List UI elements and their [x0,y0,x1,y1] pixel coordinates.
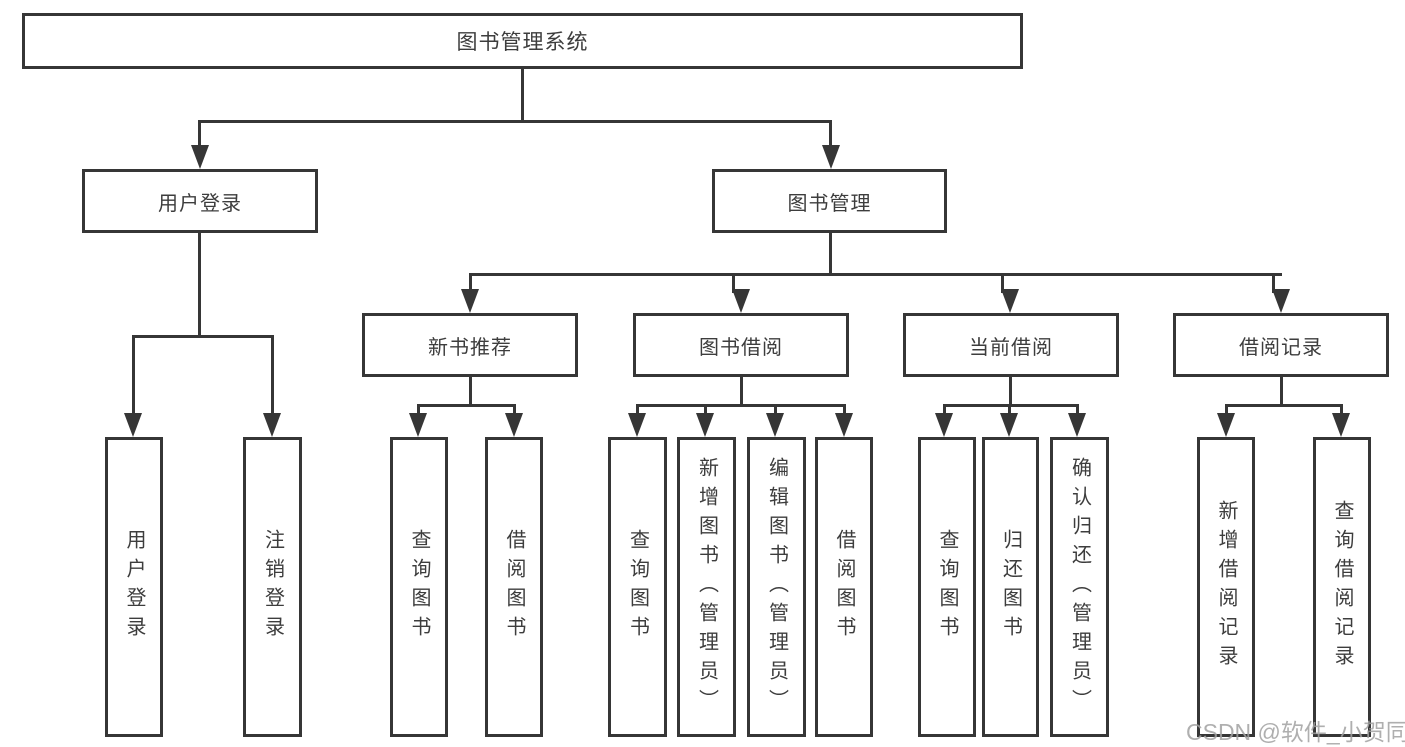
arrowhead-down-icon [822,145,840,169]
leaf-edit-books-admin: 编辑图书（管理员） [747,437,806,737]
arrowhead-down-icon [263,413,281,437]
leaf-logout-login: 注销登录 [243,437,302,737]
connector-to-leaf [704,404,707,416]
connector-to-user-login [198,120,201,147]
node-label: 查询借阅记录 [1331,500,1353,674]
connector-level2-branch [469,273,1282,276]
arrowhead-down-icon [696,413,714,437]
node-new-book-recommend: 新书推荐 [362,313,578,377]
node-label: 图书借阅 [699,336,783,359]
connector-branch [943,404,1079,407]
arrowhead-down-icon [835,413,853,437]
node-label: 用户登录 [158,192,242,215]
connector-to-borrow-records [1272,273,1275,293]
node-user-login: 用户登录 [82,169,318,233]
connector-book-borrow-stem [740,377,743,406]
arrowhead-down-icon [1001,289,1019,313]
arrowhead-down-icon [1272,289,1290,313]
node-label: 查询图书 [626,529,649,645]
connector-book-mgmt-stem [829,233,832,275]
connector-to-leaf [943,404,946,416]
arrowhead-down-icon [409,413,427,437]
leaf-query-borrow-record: 查询借阅记录 [1313,437,1371,737]
connector-user-login-branch [132,335,274,338]
arrowhead-down-icon [732,289,750,313]
node-label: 归还图书 [999,529,1022,645]
connector-to-leaf [1076,404,1079,416]
connector-to-leaf [1225,404,1228,416]
connector-root-stem [521,69,524,120]
arrowhead-down-icon [461,289,479,313]
node-label: 当前借阅 [969,336,1053,359]
node-label: 新书推荐 [428,336,512,359]
node-label: 查询图书 [408,529,430,645]
csdn-watermark: CSDN @软件_小贺同学 [1186,719,1405,745]
connector-to-leaf [1008,404,1011,416]
arrowhead-down-icon [628,413,646,437]
node-label: 确认归还（管理员） [1068,456,1091,718]
node-label: 新增图书（管理员） [695,456,718,718]
arrowhead-down-icon [191,145,209,169]
arrowhead-down-icon [766,413,784,437]
leaf-query-books-3: 查询图书 [918,437,976,737]
leaf-add-books-admin: 新增图书（管理员） [677,437,736,737]
leaf-query-books-2: 查询图书 [608,437,667,737]
arrowhead-down-icon [1068,413,1086,437]
node-library-system: 图书管理系统 [22,13,1023,69]
node-label: 图书管理系统 [456,31,589,54]
leaf-user-login: 用户登录 [105,437,163,737]
connector-new-book-rec-stem [469,377,472,406]
node-book-management: 图书管理 [712,169,947,233]
node-book-borrowing: 图书借阅 [633,313,849,377]
connector-branch [1225,404,1343,407]
arrowhead-down-icon [1000,413,1018,437]
arrowhead-down-icon [1332,413,1350,437]
connector-to-book-borrow [732,273,735,293]
node-label: 注销登录 [261,529,284,645]
node-label: 借阅图书 [833,529,855,645]
connector-to-leaf [843,404,846,416]
node-label: 用户登录 [123,529,145,645]
node-label: 查询图书 [936,529,958,645]
node-current-borrowing: 当前借阅 [903,313,1119,377]
connector-borrow-records-stem [1280,377,1283,406]
connector-current-borrow-stem [1009,377,1012,406]
node-label: 借阅图书 [503,529,525,645]
connector-to-leaf [774,404,777,416]
leaf-return-books: 归还图书 [982,437,1039,737]
connector-to-leaf [132,335,135,415]
leaf-add-borrow-record: 新增借阅记录 [1197,437,1255,737]
node-label: 新增借阅记录 [1215,500,1237,674]
node-label: 图书管理 [787,192,872,215]
connector-to-leaf [417,404,420,416]
connector-to-current-borrow [1001,273,1004,293]
leaf-confirm-return-admin: 确认归还（管理员） [1050,437,1109,737]
connector-to-new-book-rec [469,273,472,293]
connector-branch [417,404,516,407]
connector-to-leaf [636,404,639,416]
connector-branch [636,404,846,407]
arrowhead-down-icon [1217,413,1235,437]
connector-user-login-stem [198,233,201,337]
node-label: 借阅记录 [1239,336,1323,359]
connector-to-leaf [271,335,274,415]
arrowhead-down-icon [505,413,523,437]
leaf-borrow-books-2: 借阅图书 [815,437,873,737]
arrowhead-down-icon [935,413,953,437]
node-label: 编辑图书（管理员） [765,456,788,718]
connector-to-book-mgmt [829,120,832,147]
leaf-query-books-1: 查询图书 [390,437,448,737]
node-borrowing-records: 借阅记录 [1173,313,1389,377]
connector-to-leaf [1340,404,1343,416]
arrowhead-down-icon [124,413,142,437]
connector-to-leaf [513,404,516,416]
leaf-borrow-books-1: 借阅图书 [485,437,543,737]
connector-level1-branch [198,120,832,123]
